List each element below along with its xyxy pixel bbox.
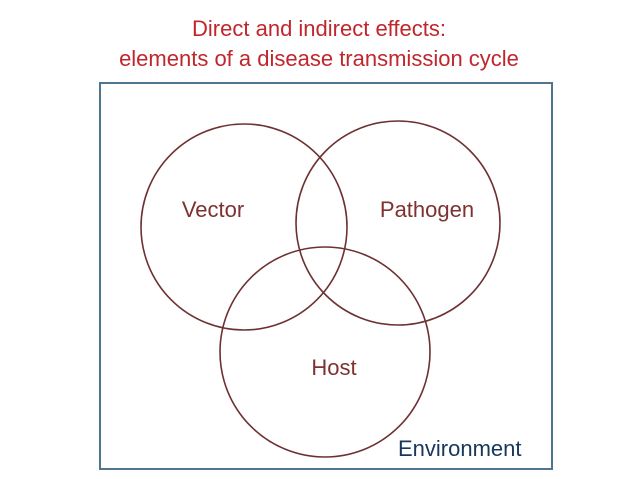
pathogen-label: Pathogen: [379, 197, 475, 222]
environment-box: [99, 82, 553, 470]
vector-label: Vector: [181, 197, 245, 222]
environment-label: Environment: [398, 436, 522, 461]
page-title-line2: elements of a disease transmission cycle: [119, 46, 519, 71]
page-title: Direct and indirect effects: elements of…: [0, 14, 638, 74]
page-title-line1: Direct and indirect effects:: [192, 16, 446, 41]
host-label: Host: [311, 355, 357, 380]
